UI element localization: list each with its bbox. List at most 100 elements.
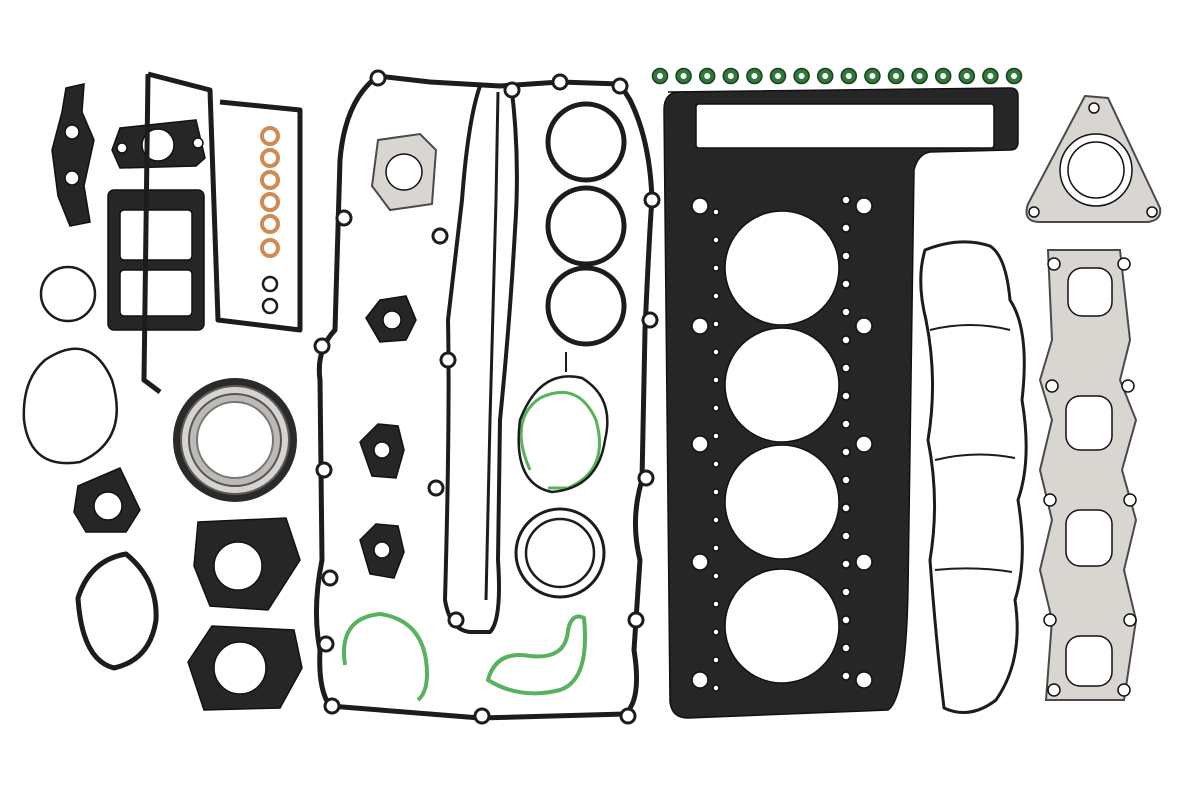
gasket-bolt-hole: [855, 197, 873, 215]
cover-lug: [447, 611, 465, 629]
small-o-ring: [261, 275, 279, 293]
small-flange-gaskets: [51, 71, 438, 711]
valve-stem-seal: [722, 67, 740, 85]
gasket-bolt-hole: [855, 435, 873, 453]
valve-stem-seal: [958, 67, 976, 85]
gasket-oil-hole: [841, 671, 851, 681]
copper-washer: [260, 238, 280, 258]
cover-lug: [369, 69, 387, 87]
manifold-bolt-hole: [1117, 683, 1131, 697]
cover-lug: [313, 337, 331, 355]
gasket-oil-hole: [841, 279, 851, 289]
gasket-oil-hole: [712, 628, 720, 636]
gasket-oil-hole: [841, 363, 851, 373]
cover-lug: [637, 469, 655, 487]
gasket-oil-hole: [841, 587, 851, 597]
gasket-bolt-hole: [691, 317, 709, 335]
cover-lug: [323, 697, 341, 715]
valve-stem-seal: [934, 67, 952, 85]
valve-stem-seals: [651, 67, 1023, 85]
turbo-flange-gasket: [1025, 94, 1162, 223]
cover-lug: [503, 81, 521, 99]
gasket-oil-hole: [841, 251, 851, 261]
oil-pan-gasket: [919, 240, 1028, 714]
gasket-bolt-hole: [691, 435, 709, 453]
gasket-oil-hole: [841, 559, 851, 569]
valve-stem-seal: [769, 67, 787, 85]
crankshaft-seal: [173, 378, 297, 502]
gasket-oil-hole: [712, 264, 720, 272]
copper-washer: [260, 170, 280, 190]
cover-lug: [619, 707, 637, 725]
gasket-oil-hole: [841, 615, 851, 625]
gasket-oil-hole: [841, 391, 851, 401]
valve-stem-seal: [793, 67, 810, 85]
gasket-bolt-hole: [855, 317, 873, 335]
gasket-oil-hole: [712, 404, 720, 412]
valve-stem-seal: [887, 67, 905, 85]
gasket-oil-hole: [841, 503, 851, 513]
gasket-bolt-hole: [691, 553, 709, 571]
cover-lug: [317, 635, 335, 653]
gasket-oil-hole: [712, 292, 720, 300]
valve-stem-seal: [1005, 67, 1023, 85]
gasket-oil-hole: [841, 643, 851, 653]
gasket-oil-hole: [712, 544, 720, 552]
cylinder-head-gasket: [663, 87, 1019, 719]
cover-lug: [335, 209, 353, 227]
copper-washer: [260, 126, 280, 146]
cover-lug: [627, 611, 645, 629]
copper-washers: [260, 126, 280, 315]
valve-stem-seal: [675, 67, 692, 85]
gasket-oil-hole: [712, 600, 720, 608]
manifold-bolt-hole: [1121, 379, 1135, 393]
cover-lug: [427, 479, 445, 497]
copper-washer: [260, 192, 280, 212]
manifold-bolt-hole: [1117, 257, 1131, 271]
green-seals: [342, 375, 609, 702]
cover-lug: [643, 191, 661, 209]
cover-lug: [439, 351, 457, 369]
valve-stem-seal: [864, 67, 881, 85]
gasket-oil-hole: [712, 656, 720, 664]
manifold-bolt-hole: [1043, 493, 1057, 507]
gasket-oil-hole: [712, 376, 720, 384]
gasket-bolt-hole: [855, 671, 873, 689]
gasket-oil-hole: [712, 572, 720, 580]
valve-stem-seal: [982, 67, 999, 85]
cover-lug: [551, 73, 569, 91]
small-o-ring: [261, 297, 279, 315]
gasket-bolt-hole: [691, 671, 709, 689]
valve-stem-seal: [911, 67, 928, 85]
copper-washer: [260, 214, 280, 234]
gasket-oil-hole: [841, 335, 851, 345]
gasket-oil-hole: [712, 208, 720, 216]
gasket-bolt-hole: [855, 553, 873, 571]
gasket-oil-hole: [712, 432, 720, 440]
gasket-oil-hole: [841, 447, 851, 457]
manifold-bolt-hole: [1123, 613, 1137, 627]
gasket-bolt-hole: [691, 197, 709, 215]
manifold-bolt-hole: [1123, 493, 1137, 507]
gasket-oil-hole: [712, 516, 720, 524]
gasket-oil-hole: [841, 223, 851, 233]
gasket-oil-hole: [841, 531, 851, 541]
cover-lug: [431, 227, 449, 245]
valve-stem-seal: [816, 67, 834, 85]
valve-stem-seal: [651, 67, 669, 85]
manifold-bolt-hole: [1047, 257, 1061, 271]
cover-lug: [321, 569, 339, 587]
gasket-oil-hole: [712, 348, 720, 356]
gasket-oil-hole: [712, 236, 720, 244]
gasket-oil-hole: [841, 195, 851, 205]
manifold-bolt-hole: [1045, 379, 1059, 393]
cover-lug: [611, 77, 629, 95]
cover-lug: [315, 461, 333, 479]
copper-washer: [260, 148, 280, 168]
gasket-oil-hole: [841, 419, 851, 429]
valve-stem-seal: [698, 67, 716, 85]
gasket-oil-hole: [712, 460, 720, 468]
valve-stem-seal: [746, 67, 763, 85]
cover-lug: [473, 707, 491, 725]
